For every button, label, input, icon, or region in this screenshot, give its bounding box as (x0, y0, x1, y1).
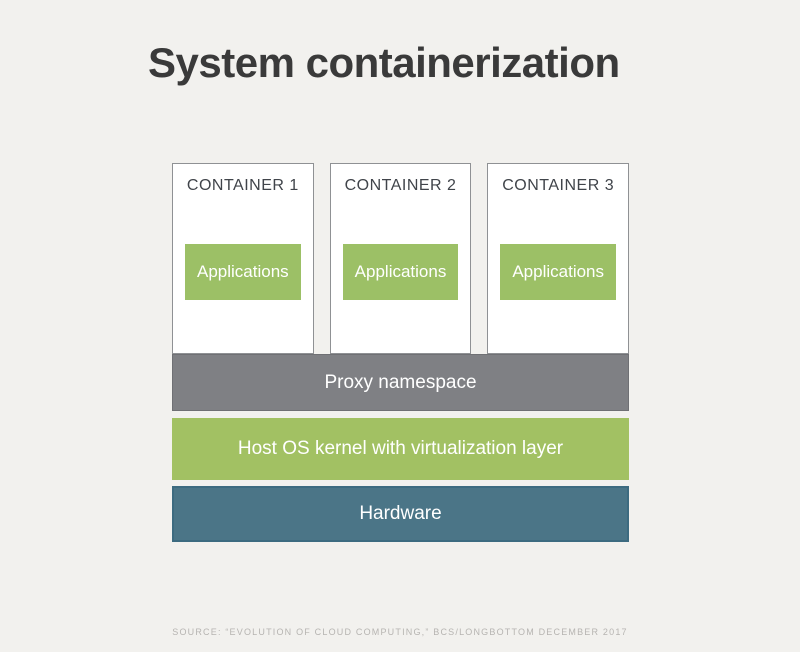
container-3-label: CONTAINER 3 (502, 177, 615, 194)
container-box-2: CONTAINER 2 Applications (329, 163, 472, 354)
container-box-3: CONTAINER 3 Applications (487, 163, 630, 354)
layer-hardware: Hardware (172, 486, 629, 542)
container-1-applications-box: Applications (185, 244, 301, 300)
page-title: System containerization (148, 39, 620, 86)
container-2-applications-box: Applications (342, 244, 459, 300)
container-box-1: CONTAINER 1 Applications (172, 163, 314, 354)
source-attribution: SOURCE: “EVOLUTION OF CLOUD COMPUTING,” … (172, 627, 628, 637)
layer-host-os-kernel: Host OS kernel with virtualization layer (172, 418, 629, 480)
diagram-stack: CONTAINER 1 Applications CONTAINER 2 App… (172, 163, 630, 542)
container-2-label: CONTAINER 2 (344, 177, 457, 194)
container-3-applications-box: Applications (500, 244, 617, 300)
container-1-label: CONTAINER 1 (186, 177, 299, 194)
layer-proxy-namespace: Proxy namespace (172, 354, 629, 411)
containers-row: CONTAINER 1 Applications CONTAINER 2 App… (172, 163, 630, 354)
